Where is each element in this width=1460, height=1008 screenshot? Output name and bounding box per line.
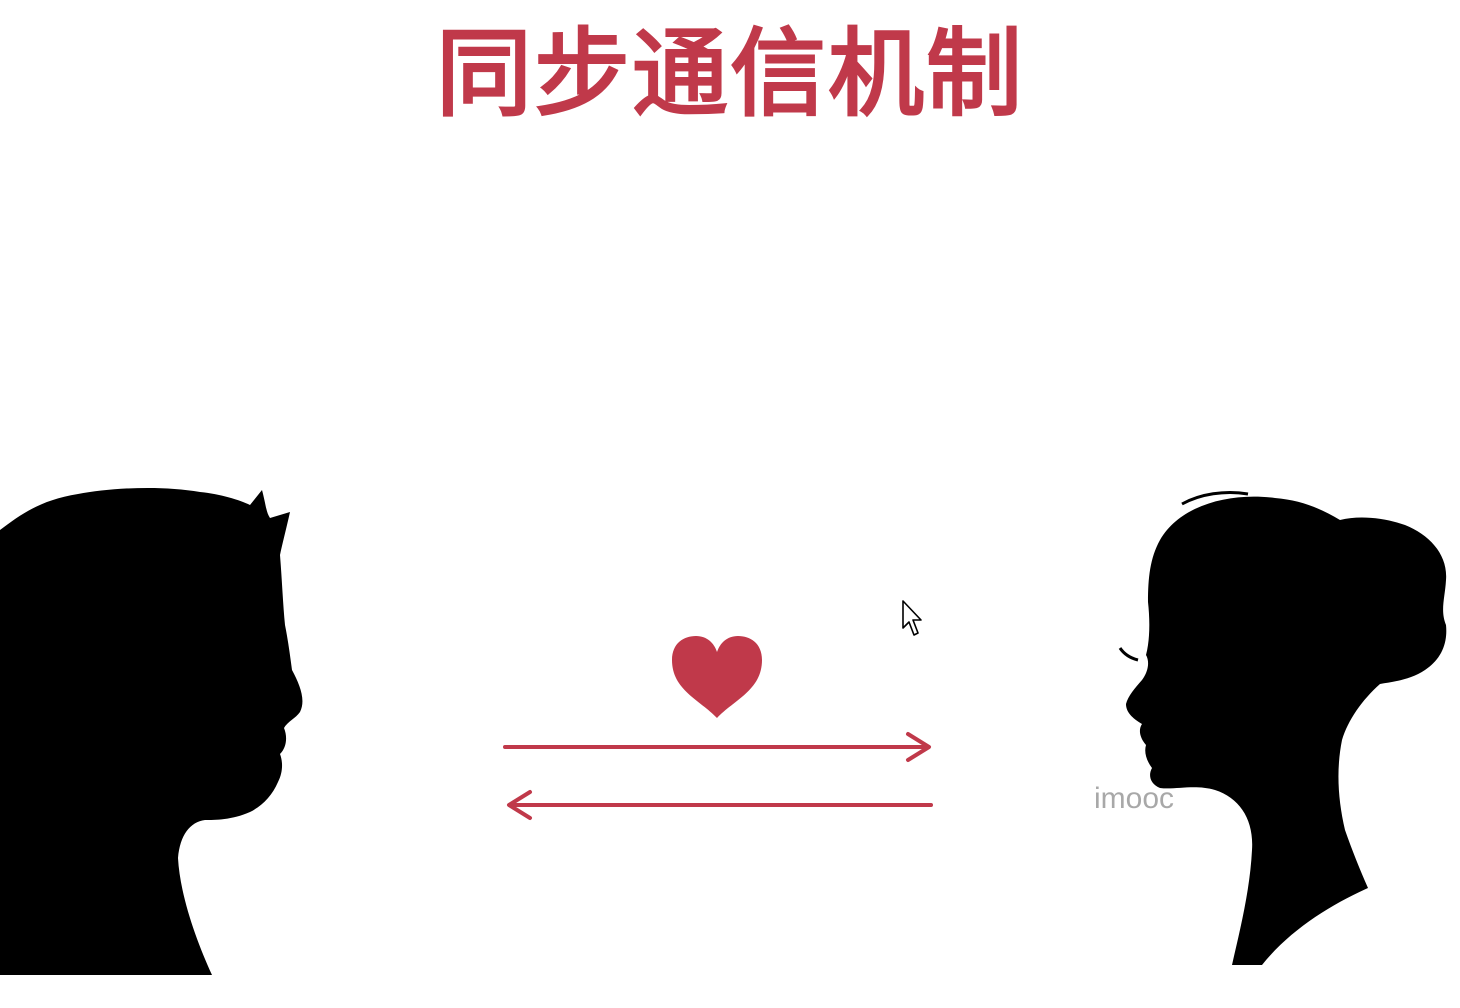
man-silhouette-icon xyxy=(0,487,303,975)
arrow-left xyxy=(507,790,933,820)
arrow-right xyxy=(503,732,931,762)
heart-icon xyxy=(672,636,762,718)
watermark: imooc xyxy=(1094,782,1175,815)
woman-silhouette-icon xyxy=(1118,490,1447,965)
mouse-pointer-icon xyxy=(902,600,922,636)
slide-title: 同步通信机制 xyxy=(436,18,1024,130)
